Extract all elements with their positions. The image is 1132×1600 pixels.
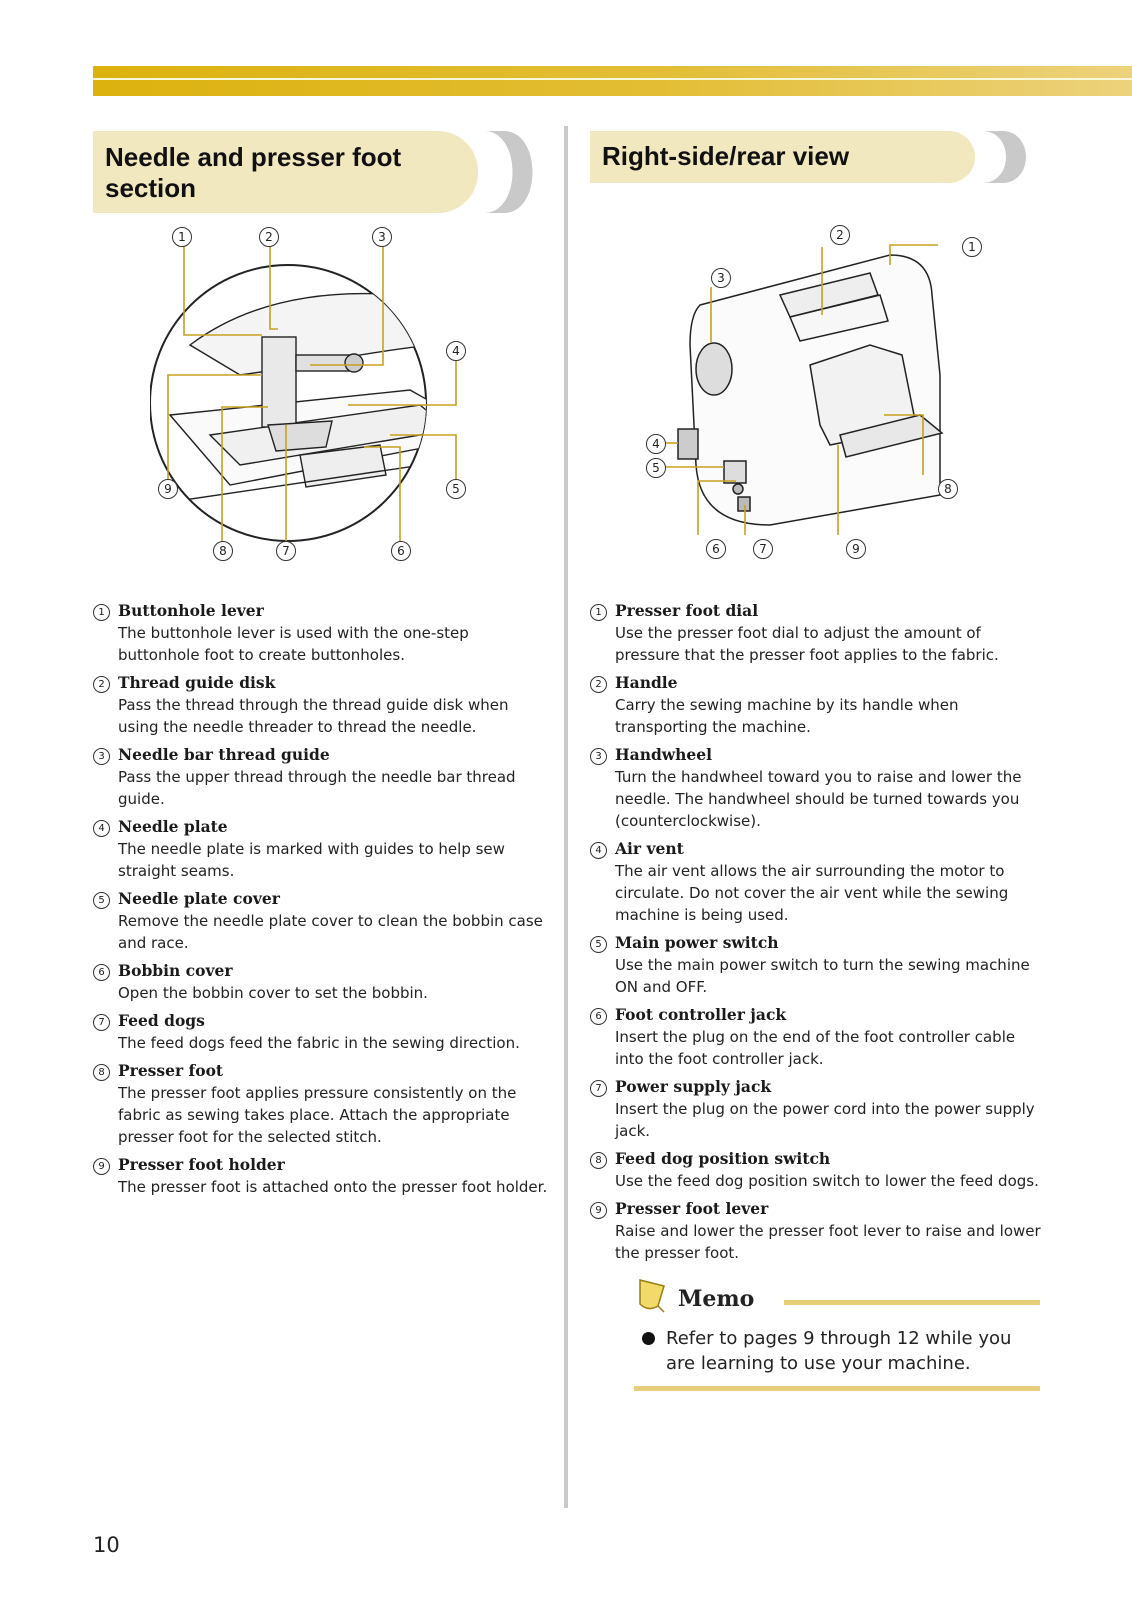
chevron-right-icon bbox=[484, 131, 533, 213]
callout-3: 3 bbox=[372, 227, 392, 247]
callout-1: 1 bbox=[962, 237, 982, 257]
callout-5: 5 bbox=[646, 458, 666, 478]
callout-4: 4 bbox=[446, 341, 466, 361]
callout-4: 4 bbox=[646, 434, 666, 454]
callout-9: 9 bbox=[846, 539, 866, 559]
section-header-right: Right-side/rear view bbox=[590, 131, 975, 183]
callout-7: 7 bbox=[753, 539, 773, 559]
page-number: 10 bbox=[93, 1533, 120, 1557]
callout-5: 5 bbox=[446, 479, 466, 499]
section-header-left: Needle and presser foot section bbox=[93, 131, 478, 213]
callout-2: 2 bbox=[259, 227, 279, 247]
memo-title-rule bbox=[784, 1300, 1040, 1305]
memo-note-icon bbox=[639, 1279, 665, 1313]
callout-1: 1 bbox=[172, 227, 192, 247]
chevron-right-icon bbox=[982, 131, 1026, 183]
callout-7: 7 bbox=[276, 541, 296, 561]
section-title-left: Needle and presser foot section bbox=[105, 142, 402, 203]
callout-3: 3 bbox=[711, 268, 731, 288]
callout-2: 2 bbox=[830, 225, 850, 245]
needle-presser-foot-diagram bbox=[150, 243, 457, 547]
top-color-bar bbox=[93, 66, 1132, 96]
callout-8: 8 bbox=[213, 541, 233, 561]
section-title-right: Right-side/rear view bbox=[602, 141, 850, 171]
bullet-icon bbox=[642, 1332, 655, 1345]
callout-6: 6 bbox=[706, 539, 726, 559]
machine-rear-view-diagram bbox=[662, 244, 944, 535]
memo-bottom-rule bbox=[634, 1386, 1040, 1391]
memo-text: Refer to pages 9 through 12 while you ar… bbox=[666, 1328, 1012, 1374]
callout-6: 6 bbox=[391, 541, 411, 561]
memo-title: Memo bbox=[678, 1286, 755, 1312]
callout-9: 9 bbox=[158, 479, 178, 499]
callout-8: 8 bbox=[938, 479, 958, 499]
column-divider bbox=[564, 126, 568, 1508]
